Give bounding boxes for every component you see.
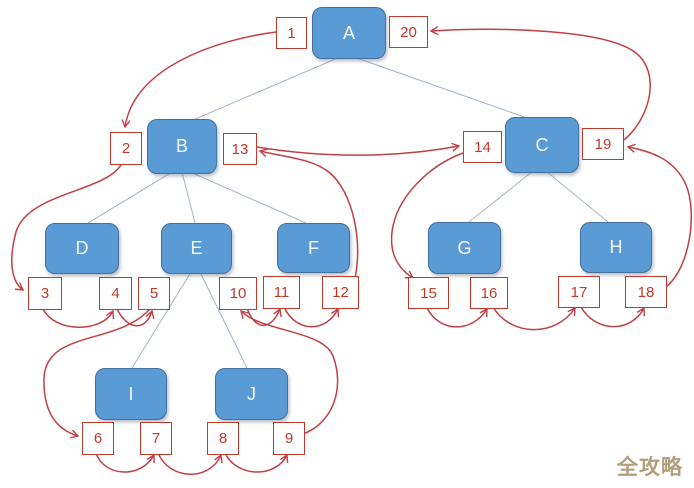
arrow-1-2: [121, 31, 277, 129]
visit-box-11: 11: [263, 276, 300, 309]
arrow-9-10: [240, 310, 339, 435]
tree-node-c: C: [505, 117, 579, 173]
edge-C-G: [468, 170, 534, 223]
arrow-5-6: [43, 308, 151, 439]
visit-box-1: 1: [276, 17, 307, 49]
visit-box-19: 19: [582, 128, 624, 160]
edge-A-C: [353, 56, 528, 119]
arrow-11-12: [283, 306, 340, 328]
arrow-12-13: [258, 148, 359, 284]
arrow-10-11: [246, 307, 282, 326]
arrow-4-5: [116, 308, 155, 327]
arrow-17-18: [580, 306, 646, 328]
tree-node-b: B: [147, 119, 217, 174]
visit-box-8: 8: [207, 422, 239, 455]
arrow-19-20: [429, 26, 651, 141]
visit-box-20: 20: [389, 16, 428, 48]
edge-B-F: [189, 171, 307, 224]
tree-node-g: G: [428, 222, 501, 274]
tree-node-f: F: [277, 223, 350, 273]
visit-box-7: 7: [140, 422, 172, 455]
arrow-13-14: [256, 142, 461, 156]
arrow-14-15: [390, 152, 464, 279]
visit-box-4: 4: [99, 277, 132, 310]
arrow-7-8: [157, 452, 223, 475]
arrow-3-4: [42, 308, 115, 328]
tree-node-j: J: [215, 368, 288, 420]
edge-B-D: [87, 171, 173, 224]
watermark-text: 全攻略: [617, 456, 683, 479]
visit-box-16: 16: [470, 277, 508, 309]
tree-node-e: E: [161, 223, 232, 274]
tree-node-d: D: [45, 223, 119, 274]
tree-node-i: I: [95, 368, 167, 420]
edge-E-I: [131, 271, 192, 369]
tree-node-h: H: [580, 222, 652, 273]
arrow-2-3: [11, 162, 123, 291]
arrow-15-16: [426, 307, 488, 328]
visit-box-18: 18: [625, 276, 667, 308]
traversal-arrows: [11, 26, 692, 475]
visit-box-9: 9: [273, 422, 305, 455]
edge-A-B: [192, 56, 341, 121]
tree-node-a: A: [312, 7, 386, 59]
edge-B-E: [181, 171, 196, 224]
visit-box-13: 13: [223, 133, 257, 165]
visit-box-6: 6: [82, 422, 114, 455]
visit-box-17: 17: [558, 276, 600, 308]
arrow-8-9: [224, 452, 289, 473]
edge-E-J: [199, 271, 248, 369]
visit-box-2: 2: [110, 132, 142, 165]
tree-edges: [87, 56, 609, 369]
arrow-18-19: [626, 143, 692, 288]
visit-box-5: 5: [138, 277, 170, 310]
visit-box-15: 15: [408, 277, 449, 309]
edge-C-H: [545, 170, 609, 223]
visit-box-10: 10: [219, 277, 257, 310]
visit-box-14: 14: [463, 131, 502, 163]
visit-box-3: 3: [28, 277, 62, 310]
arrow-16-17: [492, 306, 576, 331]
visit-box-12: 12: [322, 276, 359, 309]
arrow-6-7: [95, 452, 155, 473]
